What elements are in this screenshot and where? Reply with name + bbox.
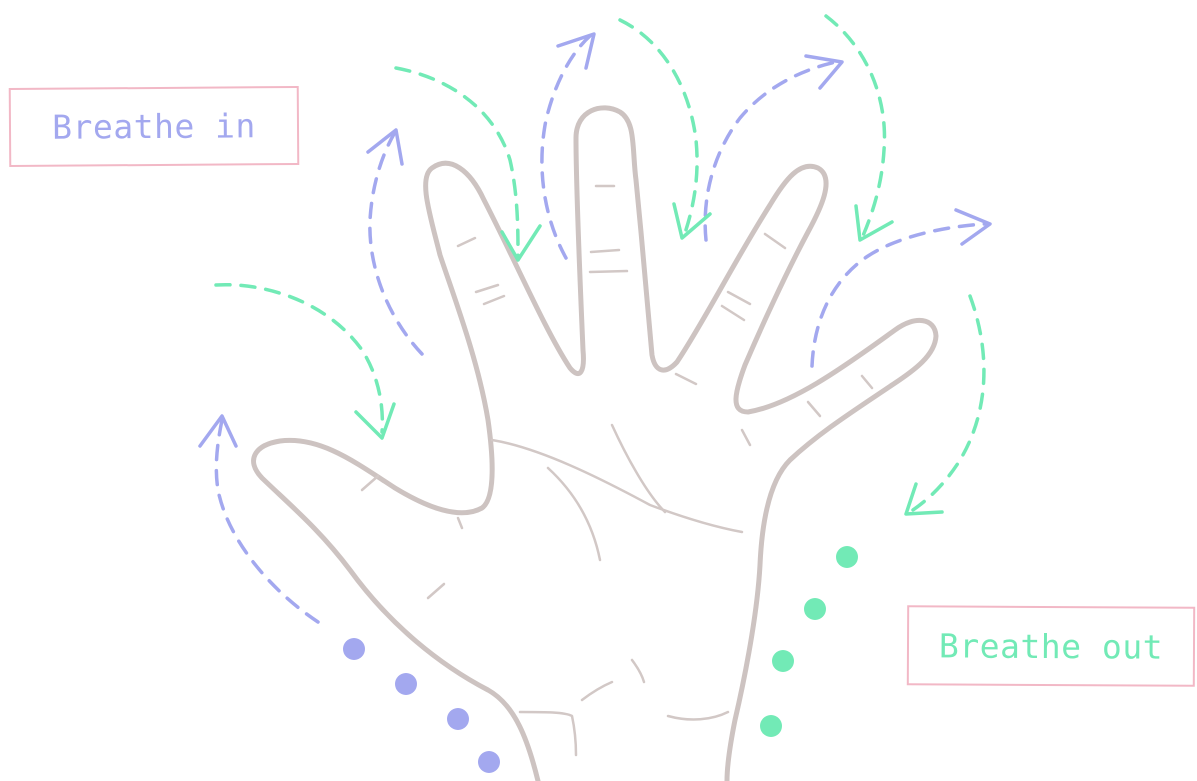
index-base-crease (674, 372, 698, 386)
ring-knuckle-crease-2 (726, 290, 752, 306)
palm-heart-line (490, 438, 744, 534)
arrow-down-icon (824, 14, 894, 242)
ring-knuckle-crease-3 (720, 304, 746, 322)
pinky-knuckle-crease (860, 374, 874, 390)
inhale-dots (343, 638, 500, 773)
index-knuckle-crease (456, 236, 477, 248)
wrist-crease-3 (666, 710, 730, 721)
breathe-in-label: Breathe in (52, 106, 256, 147)
middle-knuckle-crease-2 (589, 248, 621, 254)
dot-icon (804, 598, 826, 620)
arrow-up-icon (703, 54, 844, 242)
arrow-up-icon (366, 128, 424, 356)
ring-knuckle-crease (763, 232, 787, 250)
index-knuckle-crease-3 (482, 294, 506, 306)
middle-knuckle-crease-3 (588, 269, 629, 274)
breathe-out-label-box: Breathe out (906, 605, 1196, 687)
exhale-dots (760, 546, 858, 737)
arrow-up-icon (810, 208, 992, 368)
arrow-down-icon (618, 18, 712, 240)
breathe-in-label-box: Breathe in (8, 85, 300, 168)
palm-head-line (546, 466, 602, 562)
dot-icon (343, 638, 365, 660)
pinky-knuckle-crease-2 (806, 400, 822, 418)
pinky-base-crease (740, 428, 752, 447)
palm-line-3 (610, 423, 667, 514)
dot-icon (836, 546, 858, 568)
exhale-arrows (214, 14, 986, 516)
thumb-crease-2 (456, 516, 464, 530)
arrow-down-icon (214, 283, 396, 440)
dot-icon (478, 751, 500, 773)
thumb-crease (360, 474, 380, 492)
dot-icon (760, 715, 782, 737)
arrow-up-icon (198, 414, 320, 624)
wrist-crease (580, 680, 614, 702)
inhale-arrows (198, 32, 992, 624)
hand-icon (251, 105, 939, 781)
palm-line-4 (426, 582, 446, 600)
arrow-up-icon (540, 32, 596, 260)
wrist-crease-4 (518, 710, 578, 757)
dot-icon (447, 708, 469, 730)
arrow-down-icon (904, 294, 986, 516)
hand-outline (251, 105, 939, 781)
breathe-out-label: Breathe out (938, 625, 1164, 667)
wrist-crease-2 (630, 658, 646, 684)
index-knuckle-crease-2 (474, 283, 500, 294)
arrow-down-icon (394, 66, 542, 262)
dot-icon (772, 650, 794, 672)
dot-icon (395, 673, 417, 695)
